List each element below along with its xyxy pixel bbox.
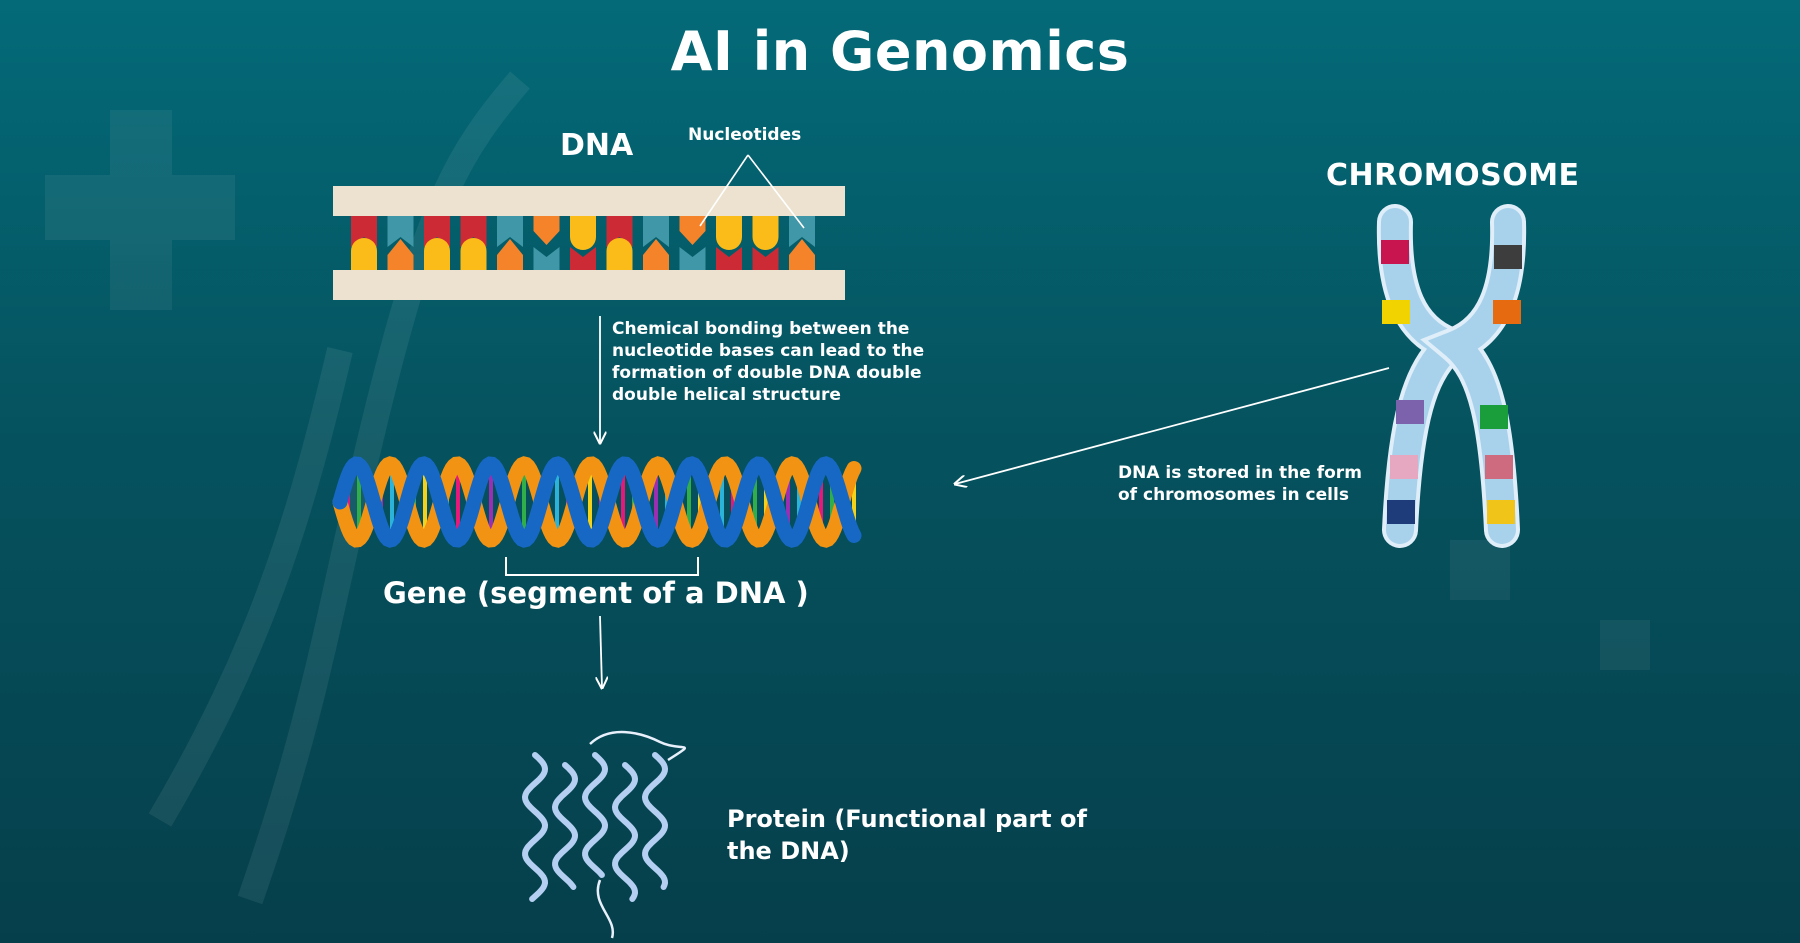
nucleotides-label: Nucleotides <box>688 125 802 145</box>
protein-loop <box>589 730 687 762</box>
chromosome-band <box>1493 300 1521 324</box>
bonding-note: Chemical bonding between the nucleotide … <box>612 319 925 405</box>
arrow-chromosome-to-helix <box>955 367 1390 484</box>
protein-alpha-helix <box>521 752 549 902</box>
nucleotide-pair <box>387 216 414 270</box>
nucleotide-pair <box>679 216 706 270</box>
chromosome-band <box>1485 455 1513 479</box>
dna-backbone-bottom <box>333 270 845 300</box>
chromosome-band <box>1390 455 1418 479</box>
nucleotide-pair <box>533 216 560 270</box>
chromosome-storage-note: DNA is stored in the form of chromosomes… <box>1118 463 1362 505</box>
arrow-gene-to-protein <box>600 615 602 688</box>
dna-backbone-top <box>333 186 845 216</box>
gene-label: Gene (segment of a DNA ) <box>383 576 809 610</box>
nucleotide-pair <box>643 216 669 270</box>
protein-label: Protein (Functional part of the DNA) <box>727 805 1087 865</box>
nucleotide-pair <box>789 216 815 270</box>
dna-label: DNA <box>560 128 634 163</box>
gene-segment-bracket <box>505 557 699 576</box>
protein-alpha-helix <box>611 762 639 902</box>
nucleotides-pointer-lines <box>699 154 805 229</box>
chromosome-band <box>1487 500 1515 524</box>
nucleotide-pair <box>606 216 633 270</box>
protein-alpha-helix <box>551 762 579 890</box>
chromosome-band <box>1382 300 1410 324</box>
protein-tail <box>596 879 615 939</box>
helix-strand-orange <box>332 456 862 548</box>
nucleotide-pair <box>716 216 742 270</box>
nucleotide-pair <box>752 216 779 270</box>
helix-strand-blue <box>332 456 862 548</box>
chromosome-band <box>1396 400 1424 424</box>
chromosome-label: CHROMOSOME <box>1326 158 1580 193</box>
nucleotide-pair <box>424 216 450 270</box>
chromosome-band <box>1494 245 1522 269</box>
nucleotide-pairs <box>351 216 815 270</box>
nucleotide-pair <box>460 216 487 270</box>
chromosome-arms <box>1376 204 1527 548</box>
nucleotide-pair <box>351 216 377 270</box>
chromosome-band <box>1387 500 1415 524</box>
chromosome-band <box>1381 240 1409 264</box>
nucleotide-pair <box>570 216 596 270</box>
page-title: AI in Genomics <box>670 20 1130 83</box>
nucleotide-pair <box>497 216 523 270</box>
protein-alpha-helix <box>581 752 609 878</box>
protein-alpha-helix <box>641 752 669 890</box>
chromosome-band <box>1480 405 1508 429</box>
